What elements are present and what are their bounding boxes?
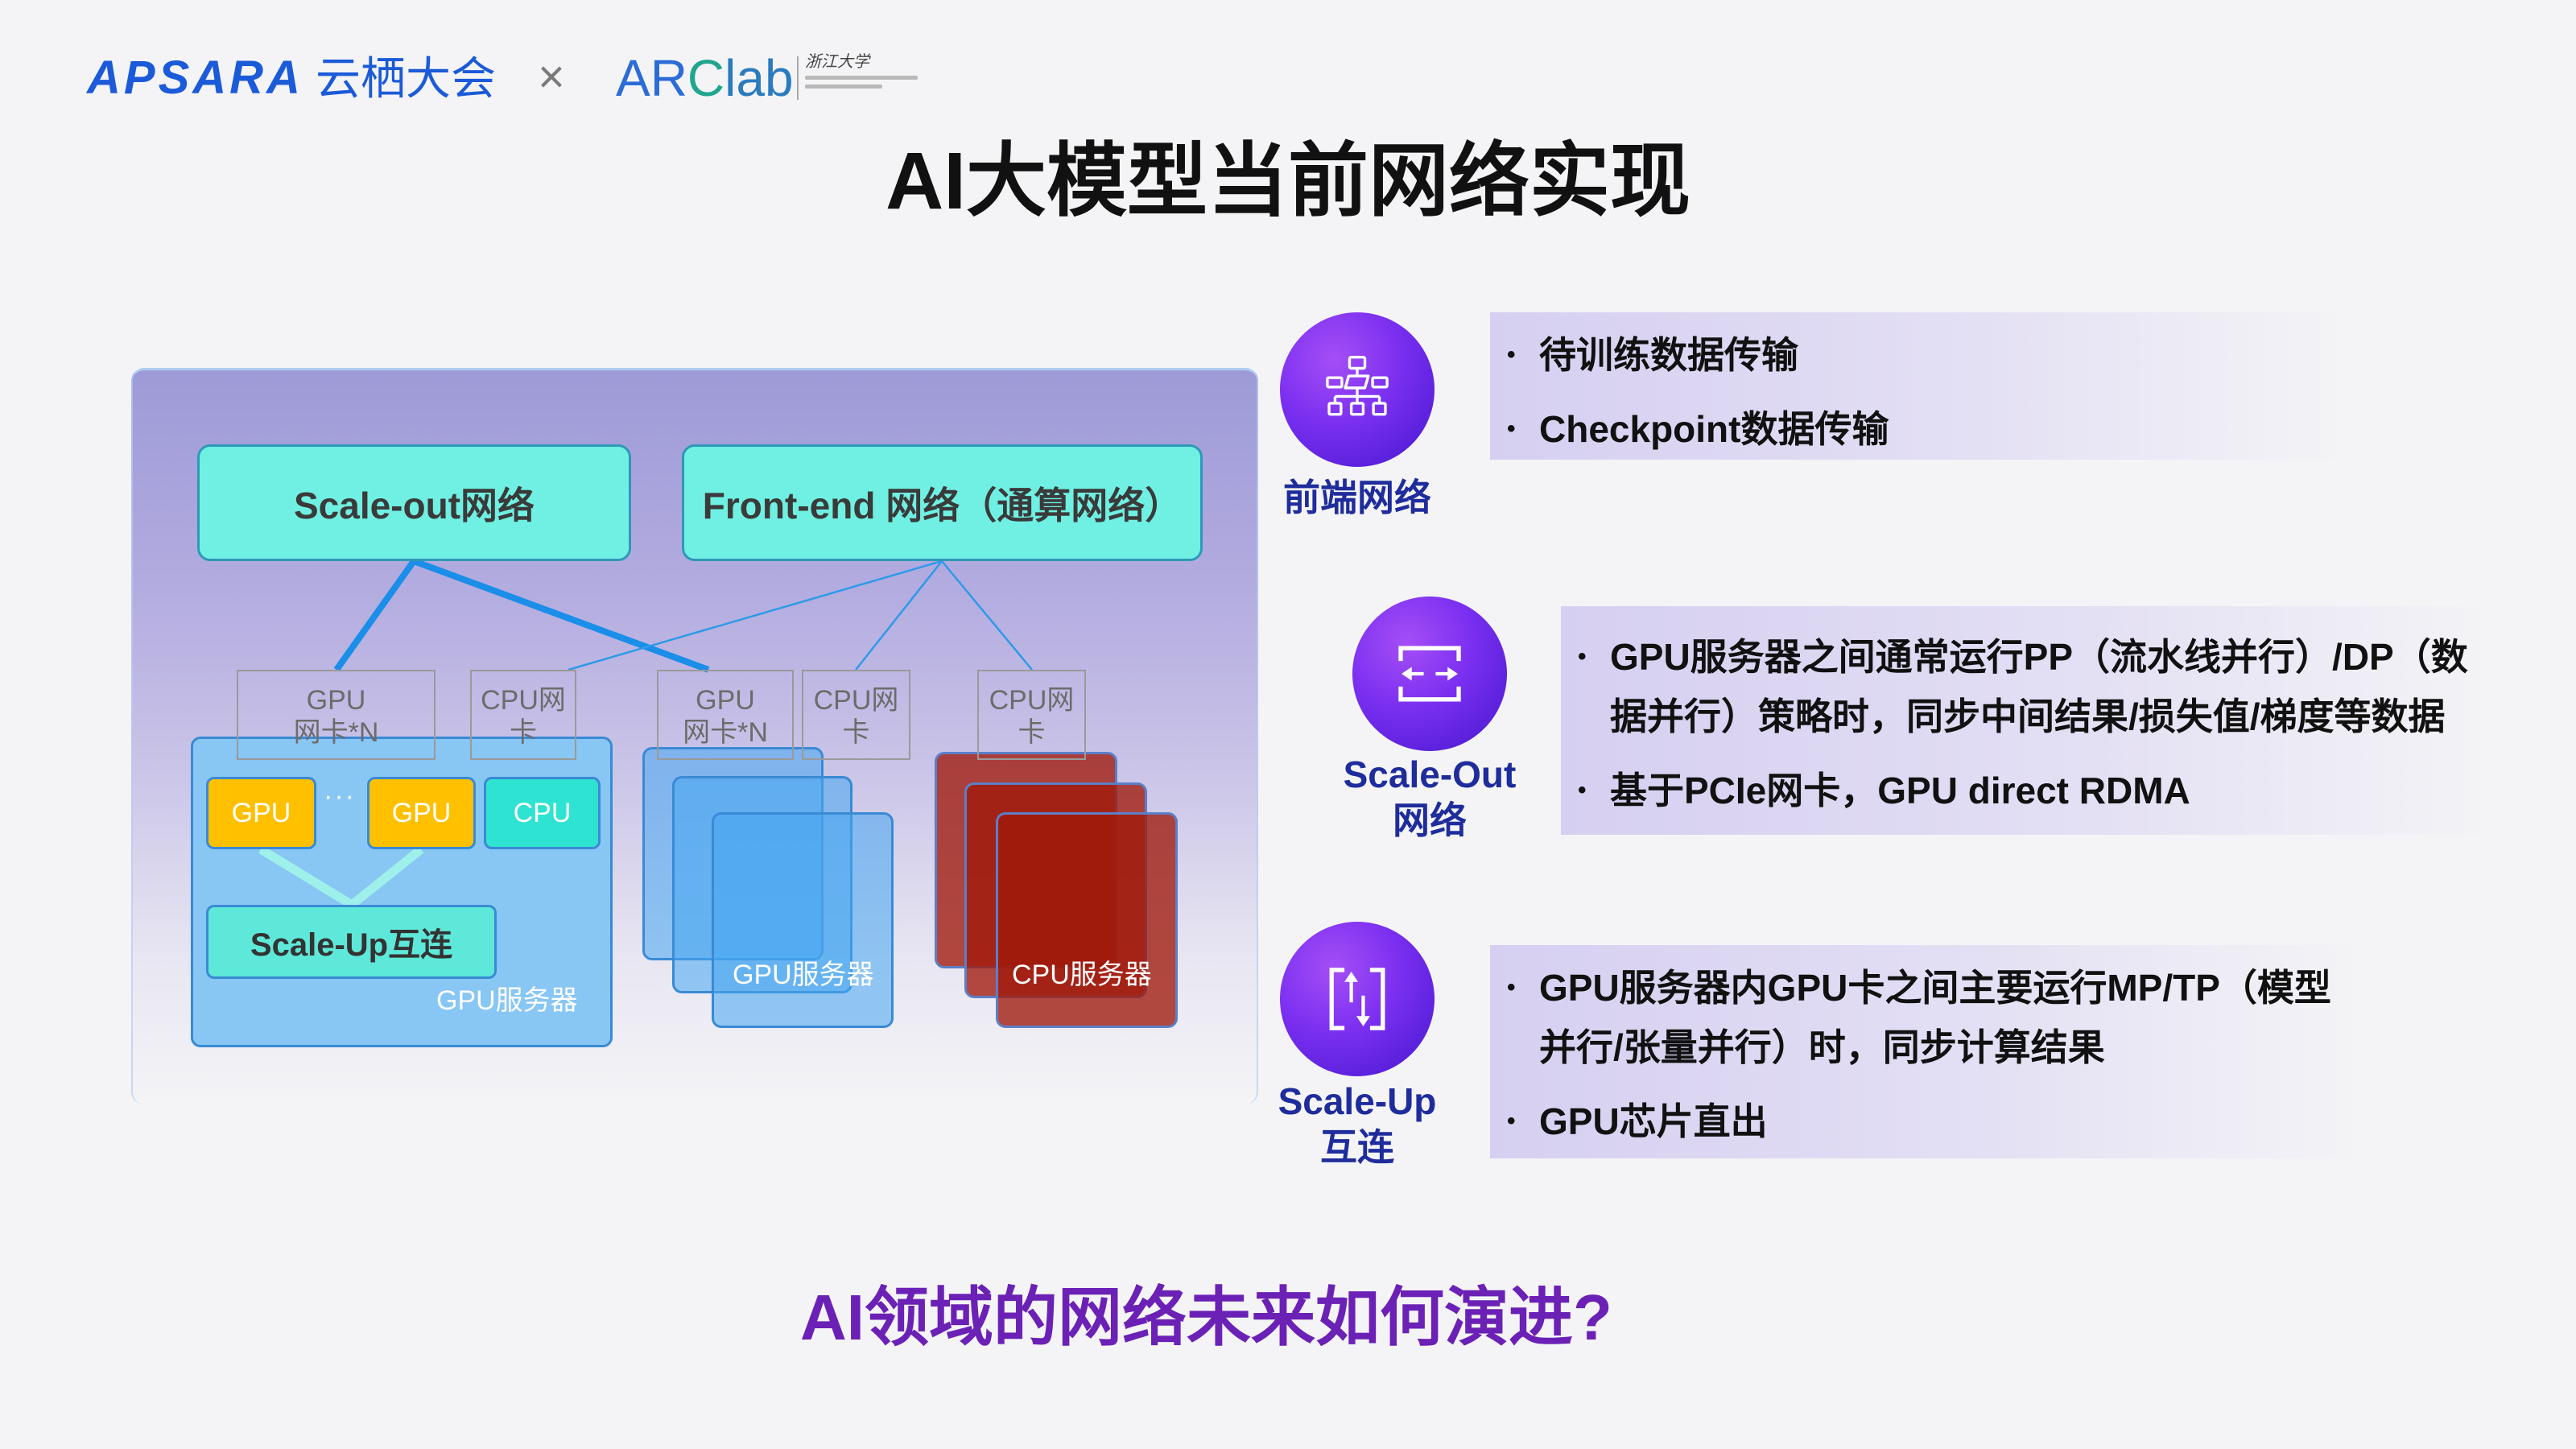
bullet-item: • 待训练数据传输: [1507, 325, 2344, 385]
nic-label-line: CPU网: [813, 685, 899, 716]
bullet-item: • GPU芯片直出: [1507, 1092, 2352, 1151]
scale-out-network-badge: [1352, 597, 1507, 751]
gpu-chip: GPU: [367, 777, 476, 849]
front-end-details-panel: • 待训练数据传输 • Checkpoint数据传输: [1490, 312, 2350, 460]
collaboration-x-separator: ×: [538, 51, 565, 103]
icon-label-line: Scale-Out: [1343, 753, 1517, 795]
scale-out-arrows-icon: [1398, 646, 1461, 702]
icon-label-line: Scale-Up: [1278, 1080, 1437, 1122]
slide-title: AI大模型当前网络实现: [886, 136, 1690, 226]
bullet-dot: •: [1507, 1108, 1516, 1134]
nic-label-line: 网卡*N: [683, 717, 768, 748]
cpu-nic-label: CPU网 卡: [470, 670, 576, 760]
bullet-text: GPU芯片直出: [1539, 1100, 1768, 1142]
bullet-dot: •: [1507, 415, 1516, 442]
apsara-logo: APSARA: [87, 52, 303, 104]
bullet-text: Checkpoint数据传输: [1539, 408, 1889, 450]
icon-label-line: 网络: [1393, 799, 1467, 841]
nic-label-line: CPU网: [989, 685, 1075, 716]
logo-subtext-line: [805, 76, 918, 80]
gpu-scale-up-link: [258, 845, 354, 909]
ellipsis: ···: [324, 781, 356, 811]
nic-label-line: GPU: [696, 685, 755, 716]
bullet-text: GPU服务器内GPU卡之间主要运行MP/TP（模型并行/张量并行）时，同步计算结…: [1539, 967, 2331, 1068]
nic-label-line: GPU: [306, 685, 366, 716]
bullet-item: • GPU服务器内GPU卡之间主要运行MP/TP（模型并行/张量并行）时，同步计…: [1507, 958, 2352, 1077]
gpu-chip: GPU: [206, 777, 316, 849]
front-end-link: [855, 560, 943, 671]
gpu-server-card: [712, 812, 894, 1028]
scale-out-network-box: Scale-out网络: [197, 444, 631, 561]
arclab-logo-c: C: [687, 49, 725, 107]
yunqi-conference-logo: 云栖大会: [316, 53, 496, 104]
scale-up-interconnect-box: Scale-Up互连: [206, 905, 497, 979]
network-diagram: Scale-out网络 Front-end 网络（通算网络） GPU ··· G…: [131, 368, 1258, 1104]
cpu-chip: CPU: [484, 777, 601, 849]
gpu-server-detail: GPU ··· GPU CPU Scale-Up互连 GPU服务器: [191, 737, 613, 1047]
front-end-link: [568, 559, 943, 671]
scale-up-interconnect-badge: [1280, 922, 1435, 1076]
gpu-scale-up-link: [349, 845, 424, 909]
scale-out-details-panel: • GPU服务器之间通常运行PP（流水线并行）/DP（数据并行）策略时，同步中间…: [1561, 606, 2497, 835]
bullet-text: 待训练数据传输: [1539, 334, 1798, 376]
gpu-nic-label: GPU 网卡*N: [237, 670, 436, 760]
bullet-item: • 基于PCIe网卡，GPU direct RDMA: [1578, 761, 2496, 820]
cpu-server-stack-label: CPU服务器: [1012, 960, 1152, 990]
arclab-logo-lab: lab: [724, 49, 794, 107]
icon-label-line: 前端网络: [1283, 477, 1431, 518]
arclab-logo: ARClab: [616, 50, 794, 106]
nic-label-line: CPU网: [481, 685, 566, 716]
scale-out-network-label: Scale-Out 网络: [1309, 752, 1550, 844]
arclab-logo-ar: AR: [616, 49, 687, 107]
zju-calligraphy-mark: 浙江大学: [805, 52, 869, 71]
nic-label-line: 卡: [1018, 717, 1046, 748]
icon-label-line: 互连: [1320, 1126, 1394, 1168]
front-end-network-box: Front-end 网络（通算网络）: [682, 444, 1203, 561]
network-links: [333, 558, 1033, 673]
scale-out-link: [412, 558, 710, 673]
scale-up-arrows-icon: [1329, 968, 1385, 1030]
bullet-item: • Checkpoint数据传输: [1507, 399, 2344, 459]
nic-label-line: 卡: [842, 717, 870, 748]
nic-label-line: 卡: [510, 717, 537, 748]
gpu-server-label: GPU服务器: [436, 985, 578, 1016]
logo-subtext-line: [805, 85, 882, 89]
gpu-nic-label: GPU 网卡*N: [657, 670, 794, 760]
logo-divider: [797, 56, 799, 100]
cpu-nic-label: CPU网 卡: [977, 670, 1086, 760]
nic-label-line: 网卡*N: [293, 717, 379, 748]
cpu-server-card: [996, 812, 1178, 1028]
scale-up-links: [258, 845, 424, 909]
closing-question: AI领域的网络未来如何演进?: [800, 1282, 1612, 1353]
front-end-link: [941, 560, 1033, 671]
bullet-dot: •: [1507, 974, 1516, 1001]
network-hierarchy-icon: [1326, 356, 1389, 416]
zju-lab-emblem: 浙江大学: [805, 52, 918, 103]
scale-up-details-panel: • GPU服务器内GPU卡之间主要运行MP/TP（模型并行/张量并行）时，同步计…: [1490, 945, 2366, 1158]
bullet-text: 基于PCIe网卡，GPU direct RDMA: [1610, 770, 2190, 811]
bullet-dot: •: [1507, 341, 1516, 368]
bullet-item: • GPU服务器之间通常运行PP（流水线并行）/DP（数据并行）策略时，同步中间…: [1578, 627, 2496, 746]
bullet-text: GPU服务器之间通常运行PP（流水线并行）/DP（数据并行）策略时，同步中间结果…: [1610, 636, 2468, 737]
cpu-nic-label: CPU网 卡: [802, 670, 910, 760]
scale-up-interconnect-label: Scale-Up 互连: [1236, 1079, 1478, 1170]
scale-out-link: [333, 559, 417, 672]
bullet-dot: •: [1578, 643, 1587, 670]
front-end-network-label: 前端网络: [1236, 475, 1478, 521]
gpu-server-stack-label: GPU服务器: [733, 960, 874, 990]
bullet-dot: •: [1578, 777, 1587, 803]
front-end-network-badge: [1280, 312, 1435, 467]
